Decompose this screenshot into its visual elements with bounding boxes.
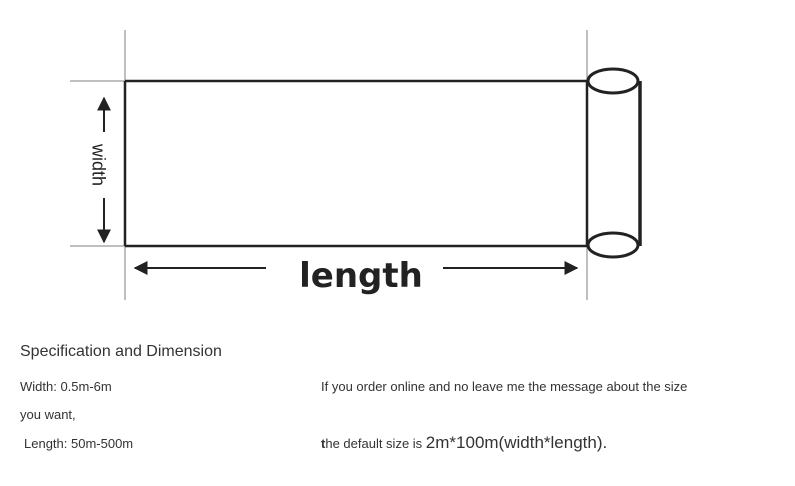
roll-cylinder xyxy=(585,67,642,259)
length-label: length xyxy=(299,256,423,296)
order-note-line2: you want, xyxy=(20,407,76,422)
default-size-note-text: he default size is xyxy=(325,436,426,451)
spec-title: Specification and Dimension xyxy=(20,343,222,360)
default-size-note: the default size is 2m*100m(width*length… xyxy=(321,433,607,453)
roll-dimension-diagram: width length xyxy=(70,30,642,300)
width-label: width xyxy=(88,143,108,186)
order-note-line1: If you order online and no leave me the … xyxy=(321,379,688,394)
default-size-value: 2m*100m(width*length). xyxy=(425,433,608,452)
default-size-note-first-letter: t xyxy=(321,436,326,451)
length-spec: Length: 50m-500m xyxy=(24,436,134,451)
width-spec: Width: 0.5m-6m xyxy=(20,379,112,394)
unrolled-sheet xyxy=(123,79,605,248)
